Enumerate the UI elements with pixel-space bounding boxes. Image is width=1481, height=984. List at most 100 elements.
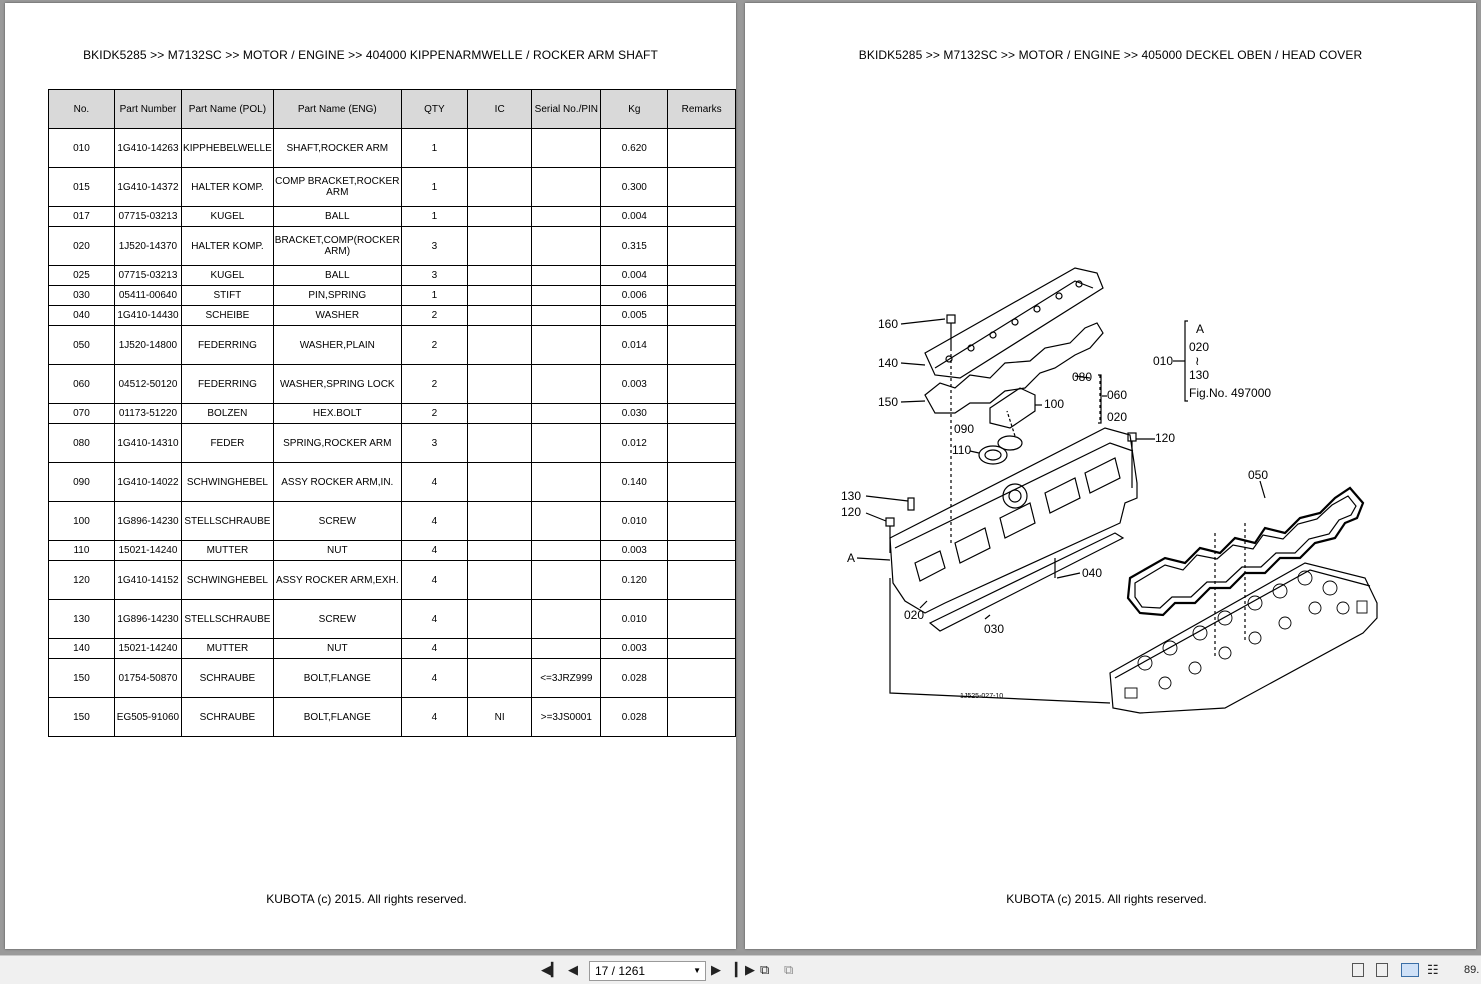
last-page-icon[interactable]: ▎▶: [735, 962, 755, 977]
cell-qty: 1: [400, 206, 469, 227]
cell-serial: [531, 265, 602, 286]
cell-serial: [531, 128, 602, 168]
page-number-select[interactable]: 17 / 1261 ▼: [589, 961, 706, 981]
callout-120-left: 120: [841, 505, 861, 519]
cell-serial: [531, 462, 602, 502]
cell-part-number: 01173-51220: [113, 403, 183, 424]
cell-remarks: [667, 658, 736, 698]
cell-kg: 0.010: [600, 599, 669, 639]
drawing-number: 1J525-027-10: [960, 693, 1003, 700]
cell-remarks: [667, 226, 736, 266]
callout-020-bottom: 020: [904, 608, 924, 622]
cell-serial: <=3JRZ999: [531, 658, 602, 698]
cell-serial: [531, 305, 602, 326]
cell-part-name-eng: COMP BRACKET,ROCKER ARM: [272, 167, 402, 207]
cell-serial: >=3JS0001: [531, 697, 602, 737]
continuous-view-icon[interactable]: [1376, 963, 1388, 977]
rubber-gasket-050: [1126, 486, 1365, 617]
cell-qty: 2: [400, 403, 469, 424]
first-page-icon[interactable]: ◀▎: [541, 962, 561, 977]
cell-part-name-eng: BOLT,FLANGE: [272, 658, 402, 698]
callout-160: 160: [878, 317, 898, 331]
cell-part-name-pol: FEDERRING: [181, 325, 274, 365]
cell-kg: 0.620: [600, 128, 669, 168]
cell-serial: [531, 206, 602, 227]
cell-qty: 4: [400, 658, 469, 698]
cell-ic: [467, 226, 533, 266]
next-page-icon[interactable]: ▶: [711, 962, 721, 977]
cell-part-name-pol: SCHWINGHEBEL: [181, 462, 274, 502]
cell-serial: [531, 501, 602, 541]
cell-qty: 1: [400, 167, 469, 207]
cell-remarks: [667, 697, 736, 737]
cell-no: 120: [48, 560, 115, 600]
cell-part-name-pol: SCHRAUBE: [181, 697, 274, 737]
cell-remarks: [667, 540, 736, 561]
cell-part-name-pol: KUGEL: [181, 265, 274, 286]
cell-kg: 0.012: [600, 423, 669, 463]
cell-no: 090: [48, 462, 115, 502]
cell-part-name-eng: PIN,SPRING: [272, 285, 402, 306]
cell-serial: [531, 403, 602, 424]
viewer-toolbar: ◀▎ ◀ 17 / 1261 ▼ ▶ ▎▶ ⧉ ⧉ ☷ 89.: [0, 955, 1481, 984]
cell-remarks: [667, 560, 736, 600]
callout-060: 060: [1107, 388, 1127, 402]
cell-part-name-pol: HALTER KOMP.: [181, 226, 274, 266]
cell-ic: [467, 206, 533, 227]
cell-part-number: 07715-03213: [113, 265, 183, 286]
callout-080: 080: [1072, 370, 1092, 384]
cell-kg: 0.028: [600, 658, 669, 698]
callout-010: 010: [1153, 354, 1173, 368]
cell-ic: [467, 403, 533, 424]
cell-part-name-eng: ASSY ROCKER ARM,IN.: [272, 462, 402, 502]
cell-kg: 0.140: [600, 462, 669, 502]
cell-no: 025: [48, 265, 115, 286]
cell-serial: [531, 638, 602, 659]
cell-no: 140: [48, 638, 115, 659]
cell-part-number: 05411-00640: [113, 285, 183, 306]
cell-ic: [467, 462, 533, 502]
callout-A: A: [847, 551, 855, 565]
fit-page-icon[interactable]: ⧉: [760, 962, 770, 977]
cell-no: 060: [48, 364, 115, 404]
previous-page-icon[interactable]: ◀: [568, 962, 578, 977]
two-page-view-icon[interactable]: [1401, 963, 1419, 977]
cell-part-number: 1G896-14230: [113, 501, 183, 541]
cell-part-name-pol: SCHEIBE: [181, 305, 274, 326]
cell-qty: 3: [400, 226, 469, 266]
cell-qty: 1: [400, 285, 469, 306]
cell-no: 130: [48, 599, 115, 639]
cell-serial: [531, 560, 602, 600]
cell-kg: 0.120: [600, 560, 669, 600]
rotate-view-icon[interactable]: ⧉: [784, 962, 794, 977]
cell-kg: 0.003: [600, 364, 669, 404]
col-serial: Serial No./PIN: [531, 89, 602, 129]
cell-part-name-pol: MUTTER: [181, 540, 274, 561]
col-ic: IC: [467, 89, 533, 129]
zoom-level[interactable]: 89.: [1464, 964, 1480, 976]
cell-remarks: [667, 364, 736, 404]
cell-qty: 2: [400, 364, 469, 404]
gasket-plate: [924, 267, 1104, 379]
fig-bracket-from: 020: [1189, 340, 1209, 354]
cell-kg: 0.315: [600, 226, 669, 266]
cell-no: 015: [48, 167, 115, 207]
cell-serial: [531, 364, 602, 404]
cell-serial: [531, 167, 602, 207]
cell-no: 150: [48, 697, 115, 737]
single-page-view-icon[interactable]: [1352, 963, 1364, 977]
two-page-continuous-icon[interactable]: ☷: [1427, 962, 1439, 977]
right-page-footer: KUBOTA (c) 2015. All rights reserved.: [1006, 892, 1207, 906]
cell-remarks: [667, 462, 736, 502]
cell-kg: 0.006: [600, 285, 669, 306]
